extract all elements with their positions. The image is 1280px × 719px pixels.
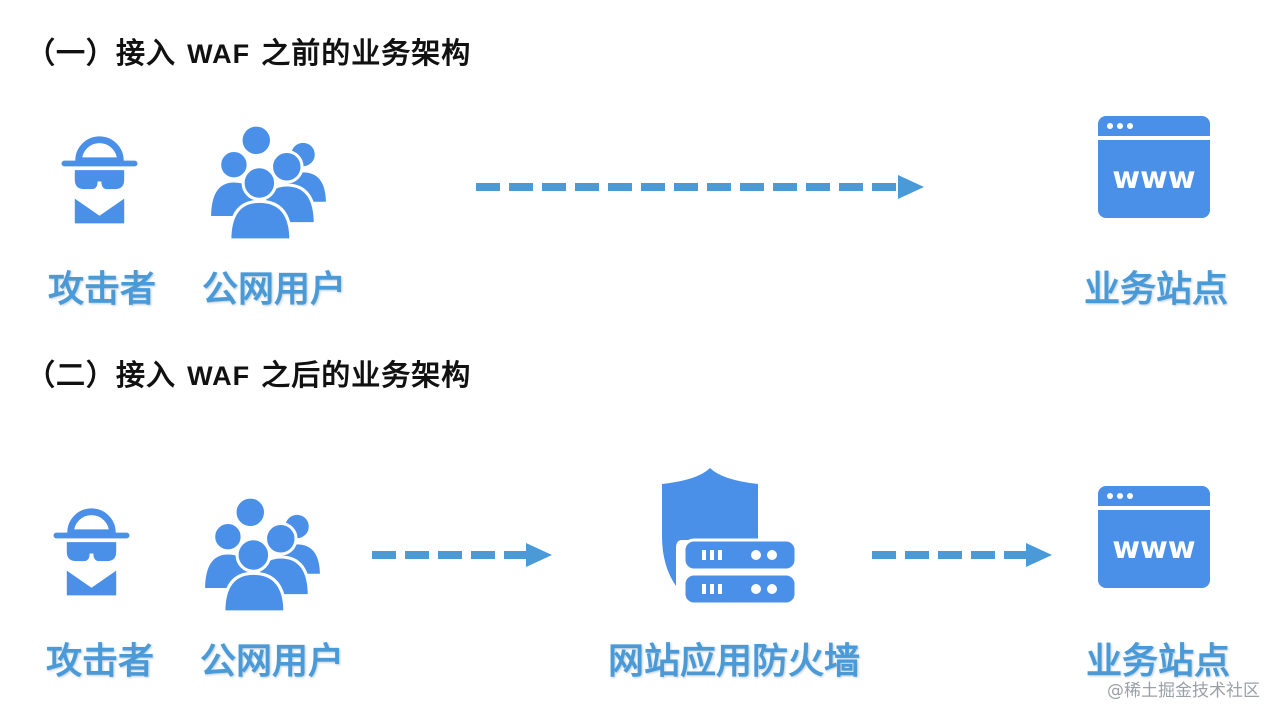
heading-prefix: （二）接入 bbox=[26, 358, 188, 392]
users-group-icon bbox=[202, 122, 337, 244]
attacker-label: 攻击者 bbox=[48, 268, 157, 310]
www-text: www bbox=[1112, 531, 1195, 566]
heading-prefix: （一）接入 bbox=[26, 36, 188, 70]
shield-server-icon bbox=[652, 466, 802, 606]
heading-waf: WAF bbox=[187, 39, 251, 69]
section2-heading: （二）接入 WAF 之后的业务架构 bbox=[26, 352, 471, 394]
watermark: @稀土掘金技术社区 bbox=[1107, 681, 1260, 701]
dashed-arrow bbox=[872, 543, 1052, 567]
heading-suffix: 之后的业务架构 bbox=[250, 358, 472, 392]
public-users-label: 公网用户 bbox=[200, 640, 345, 682]
www-browser-icon: www bbox=[1094, 112, 1214, 222]
attacker-label: 攻击者 bbox=[46, 640, 155, 682]
dashed-arrow bbox=[372, 543, 552, 567]
business-site-label: 业务站点 bbox=[1084, 268, 1229, 310]
public-users-label: 公网用户 bbox=[202, 268, 347, 310]
www-text: www bbox=[1112, 161, 1195, 196]
dashed-arrow bbox=[476, 175, 924, 199]
hacker-icon bbox=[52, 118, 147, 228]
heading-waf: WAF bbox=[187, 361, 251, 391]
waf-label: 网站应用防火墙 bbox=[608, 640, 861, 682]
heading-suffix: 之前的业务架构 bbox=[250, 36, 472, 70]
hacker-icon bbox=[44, 490, 139, 600]
users-group-icon bbox=[196, 494, 331, 616]
www-browser-icon: www bbox=[1094, 482, 1214, 592]
business-site-label: 业务站点 bbox=[1086, 640, 1231, 682]
section1-heading: （一）接入 WAF 之前的业务架构 bbox=[26, 30, 471, 72]
